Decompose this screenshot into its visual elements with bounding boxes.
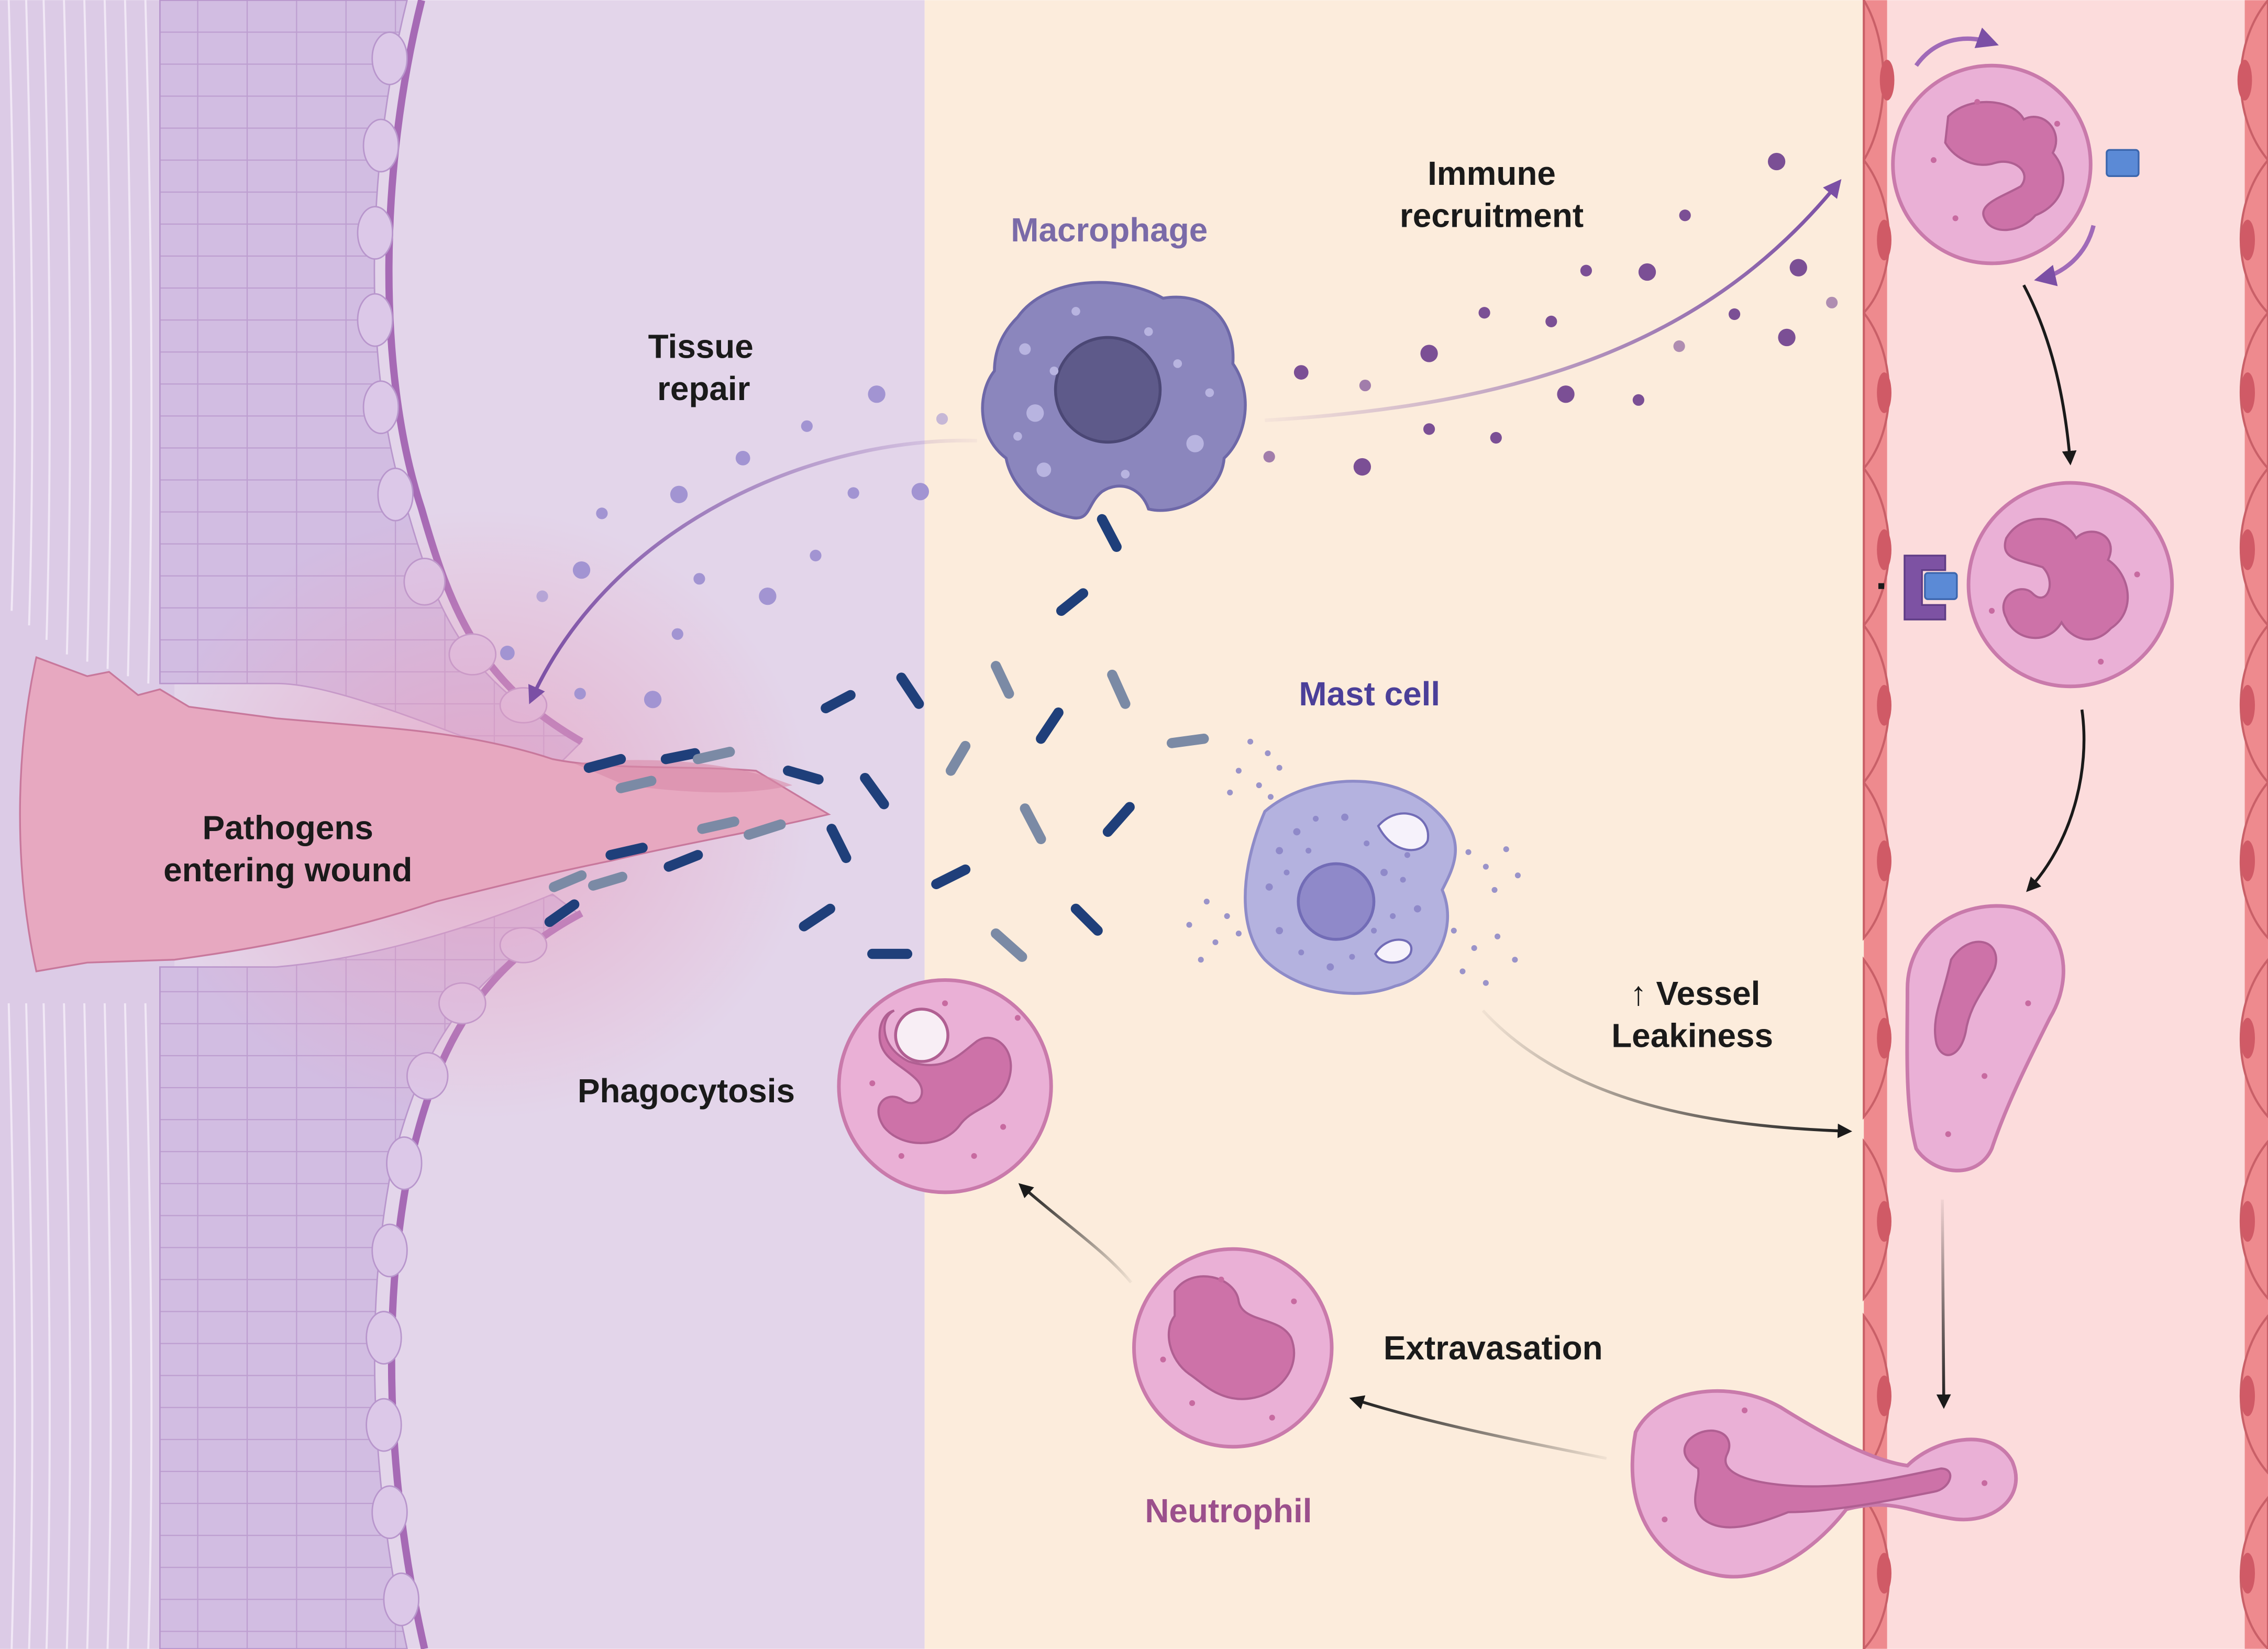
rolling-neutrophil xyxy=(1891,27,2140,286)
immune-recruitment-arrow xyxy=(1265,179,1842,423)
adhering-neutrophil xyxy=(1878,481,2174,689)
immune-recruitment-cytokines xyxy=(1263,152,1838,476)
tissue-repair-label-line2: repair xyxy=(657,370,750,407)
immune-recruitment-label-line2: recruitment xyxy=(1400,196,1584,234)
pathogens-label-line1: Pathogens xyxy=(203,809,373,846)
phagocytic-neutrophil xyxy=(837,978,1053,1194)
crawling-neutrophil xyxy=(1905,904,2065,1172)
mast-cell xyxy=(1244,780,1457,995)
neutrophil-label: Neutrophil xyxy=(1145,1492,1312,1530)
tissue-repair-label-line1: Tissue xyxy=(648,327,754,365)
phagocytosis-label: Phagocytosis xyxy=(578,1072,795,1110)
adhesion-ligand-bound xyxy=(1924,572,1958,600)
vessel-wall-right xyxy=(2237,0,2268,1649)
blood-vessel-lumen xyxy=(1864,0,2268,1649)
mast-cell-label: Mast cell xyxy=(1299,675,1440,713)
mast-cell-granules xyxy=(1186,738,1521,986)
vessel-leakiness-arrow xyxy=(1481,1009,1852,1138)
macrophage-cell xyxy=(981,281,1247,520)
extravasation-label: Extravasation xyxy=(1384,1329,1603,1367)
adhesion-to-crawling-arrow xyxy=(2026,709,2086,892)
vessel-leakiness-label-line2: Leakiness xyxy=(1611,1016,1773,1054)
immune-recruitment-label-line1: Immune xyxy=(1428,154,1556,192)
adhesion-receptor xyxy=(1904,555,1946,621)
tissue-repair-cytokines xyxy=(500,385,948,709)
tissue-repair-arrow xyxy=(528,438,977,704)
extravasation-arrow xyxy=(1349,1395,1607,1460)
neutrophil-cell xyxy=(1132,1247,1334,1449)
transmigrating-neutrophil xyxy=(1630,1389,2018,1579)
wound-opening xyxy=(19,656,831,972)
migration-to-phagocytosis-arrow xyxy=(1018,1183,1133,1283)
skin-layers xyxy=(0,0,814,1649)
adhesion-ligand xyxy=(2106,149,2140,177)
vessel-wall-left xyxy=(1863,0,1895,1649)
process-arrows xyxy=(528,179,2086,1460)
crawling-to-transmigration-arrow xyxy=(1936,1199,1951,1409)
pathogens-label-line2: entering wound xyxy=(163,851,412,889)
rolling-to-adhesion-arrow xyxy=(2022,284,2077,466)
diagram-labels: Pathogens entering wound Tissue repair M… xyxy=(163,154,1773,1530)
vessel-leakiness-label-line1: ↑ Vessel xyxy=(1630,975,1761,1012)
macrophage-label: Macrophage xyxy=(1011,211,1208,249)
